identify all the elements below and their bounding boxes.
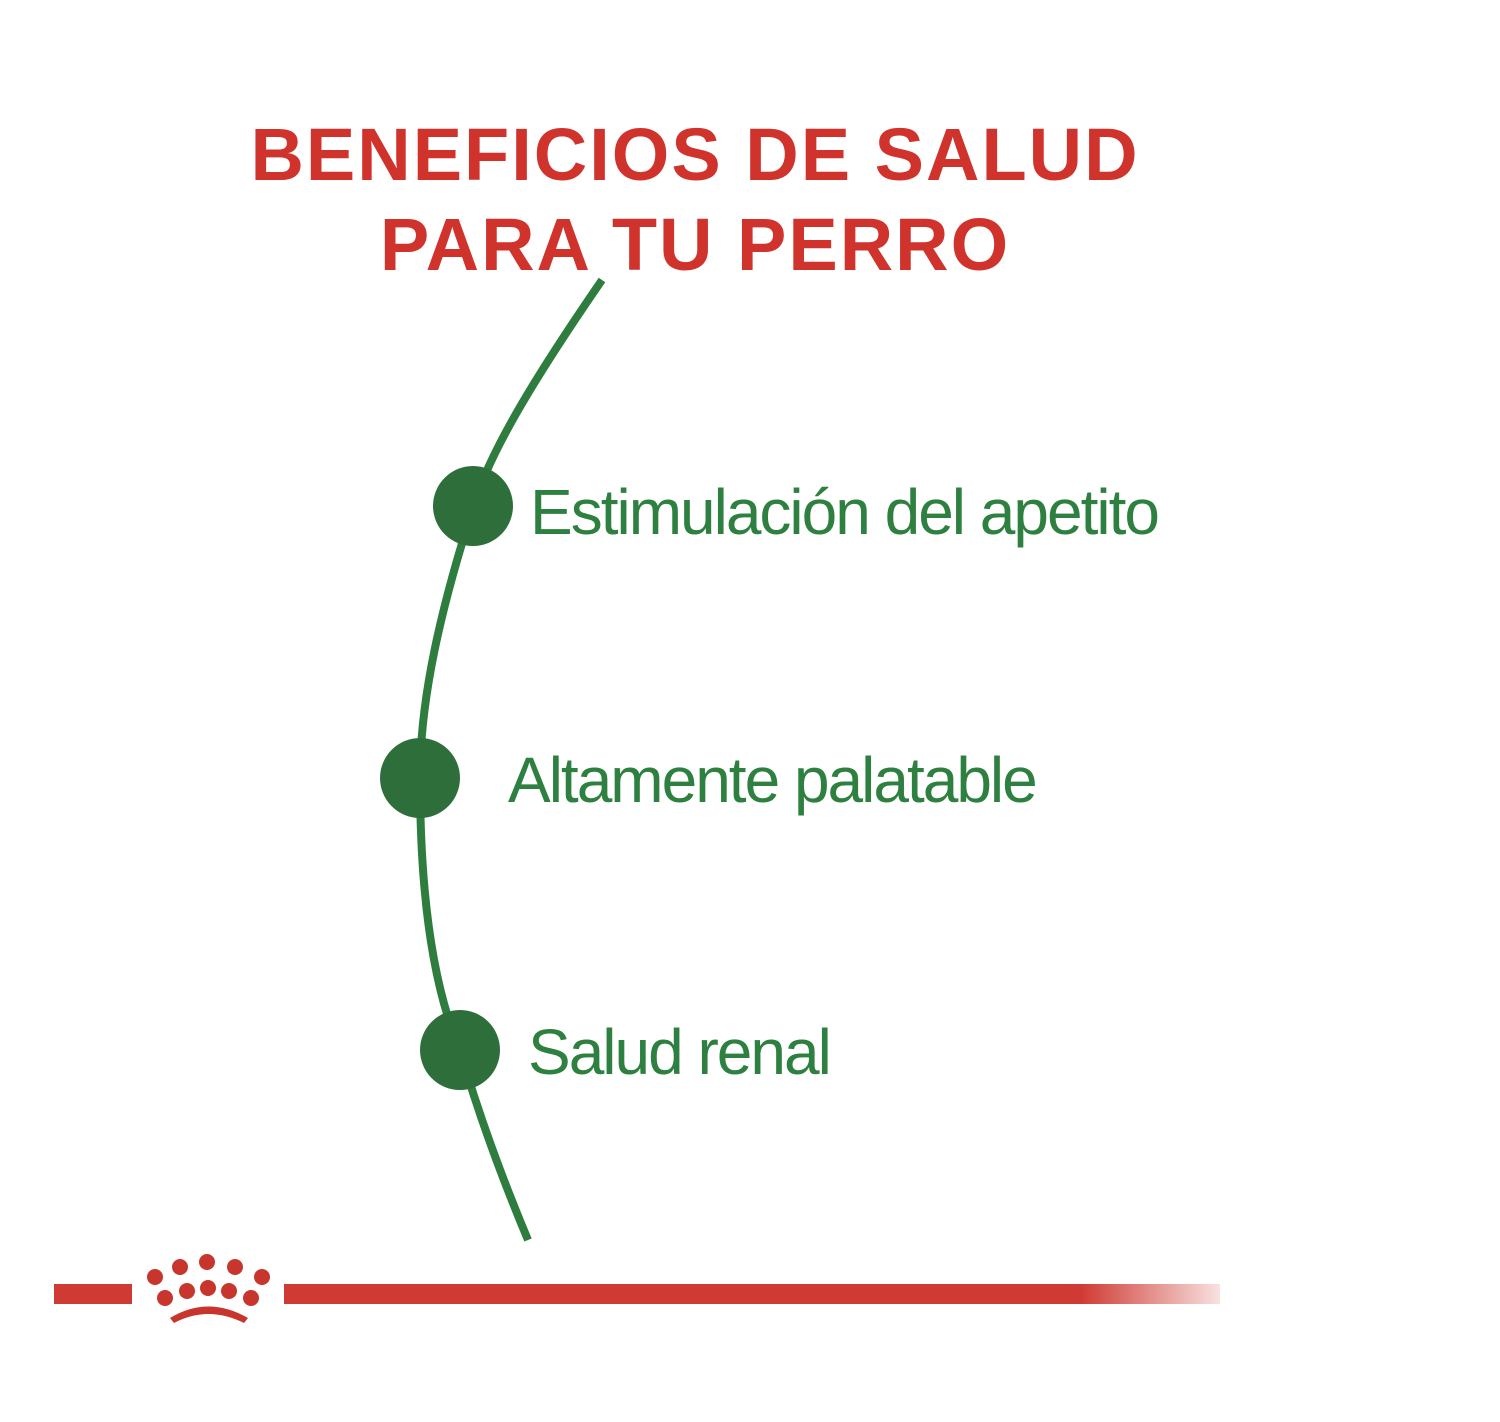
timeline-dot: [420, 1010, 500, 1090]
benefit-renal: Salud renal: [528, 1016, 832, 1088]
footer-bar-left: [54, 1284, 132, 1304]
timeline-dot: [380, 738, 460, 818]
timeline-dot: [433, 466, 513, 546]
benefit-appetite: Estimulación del apetito: [530, 476, 1160, 548]
crown-icon: [147, 1254, 270, 1323]
footer-bar-right: [284, 1284, 1220, 1304]
benefit-palatable: Altamente palatable: [508, 744, 1038, 816]
title-line-1: BENEFICIOS DE SALUD: [250, 113, 1140, 196]
title-line-2: PARA TU PERRO: [379, 203, 1011, 286]
